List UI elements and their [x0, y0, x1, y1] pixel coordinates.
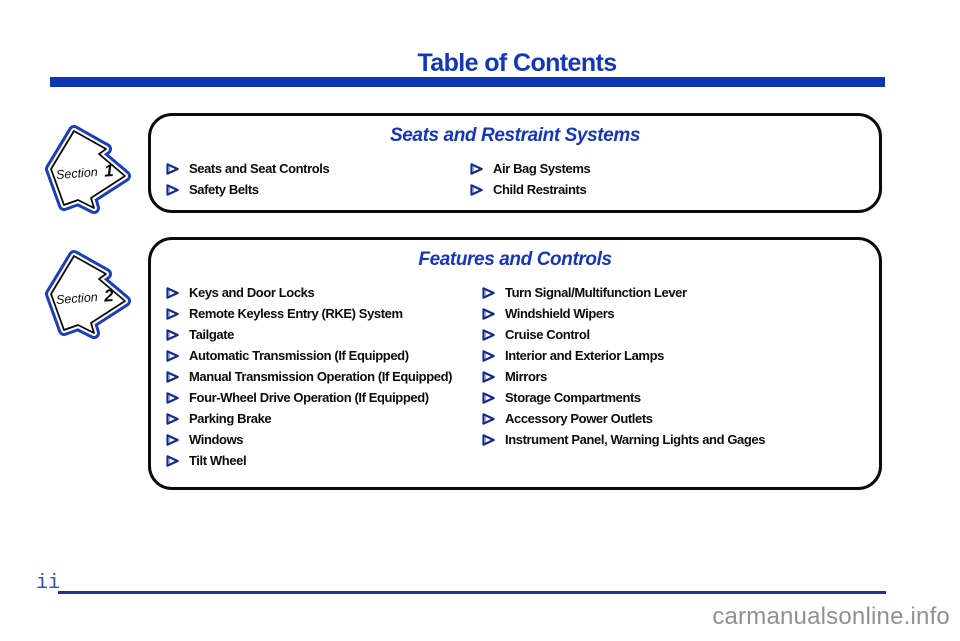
play-arrow-icon	[165, 349, 180, 363]
toc-item-label: Parking Brake	[189, 411, 272, 426]
play-arrow-icon	[165, 391, 180, 405]
toc-item-label: Seats and Seat Controls	[189, 161, 330, 176]
badge-label: Section	[56, 165, 99, 182]
play-arrow-icon	[165, 454, 180, 468]
toc-item-label: Mirrors	[505, 369, 547, 384]
toc-item[interactable]: Manual Transmission Operation (If Equipp…	[165, 366, 452, 387]
play-arrow-icon	[165, 286, 180, 300]
toc-item[interactable]: Tilt Wheel	[165, 450, 452, 471]
toc-item-label: Air Bag Systems	[493, 161, 591, 176]
play-arrow-icon	[165, 370, 180, 384]
toc-item[interactable]: Mirrors	[481, 366, 765, 387]
toc-item[interactable]: Turn Signal/Multifunction Lever	[481, 282, 765, 303]
page-number: ii	[36, 572, 61, 595]
toc-item[interactable]: Instrument Panel, Warning Lights and Gag…	[481, 429, 765, 450]
svg-text:Section 2: Section 2	[55, 286, 114, 309]
page-title: Table of Contents	[417, 49, 617, 77]
toc-item[interactable]: Interior and Exterior Lamps	[481, 345, 765, 366]
play-arrow-icon	[165, 307, 180, 321]
toc-item[interactable]: Remote Keyless Entry (RKE) System	[165, 303, 452, 324]
title-rule	[50, 77, 885, 87]
toc-item[interactable]: Storage Compartments	[481, 387, 765, 408]
section-box-seats-and-restraint-systems: Seats and Restraint Systems Seats and Se…	[148, 113, 882, 213]
toc-item[interactable]: Safety Belts	[165, 179, 329, 200]
badge-arrow-icon	[45, 250, 131, 339]
toc-item-label: Storage Compartments	[505, 390, 641, 405]
section-title: Seats and Restraint Systems	[389, 125, 641, 146]
toc-item-label: Turn Signal/Multifunction Lever	[505, 285, 687, 300]
toc-item[interactable]: Windows	[165, 429, 452, 450]
watermark: carmanualsonline.info	[712, 603, 950, 630]
play-arrow-icon	[481, 286, 496, 300]
section-box-features-and-controls: Features and Controls Keys and Door Lock…	[148, 237, 882, 490]
badge-arrow-icon	[45, 125, 131, 214]
play-arrow-icon	[481, 328, 496, 342]
play-arrow-icon	[165, 183, 180, 197]
toc-item[interactable]: Air Bag Systems	[469, 158, 591, 179]
play-arrow-icon	[469, 183, 484, 197]
toc-item-label: Automatic Transmission (If Equipped)	[189, 348, 409, 363]
toc-item-label: Cruise Control	[505, 327, 590, 342]
badge-label: Section	[56, 290, 99, 307]
toc-item-label: Remote Keyless Entry (RKE) System	[189, 306, 403, 321]
toc-item[interactable]: Automatic Transmission (If Equipped)	[165, 345, 452, 366]
play-arrow-icon	[481, 412, 496, 426]
play-arrow-icon	[165, 328, 180, 342]
toc-item-label: Instrument Panel, Warning Lights and Gag…	[505, 432, 766, 447]
play-arrow-icon	[469, 162, 484, 176]
toc-item[interactable]: Parking Brake	[165, 408, 452, 429]
footer-rule	[58, 591, 886, 594]
toc-item[interactable]: Keys and Door Locks	[165, 282, 452, 303]
toc-item-label: Windows	[189, 432, 244, 447]
play-arrow-icon	[165, 433, 180, 447]
badge-number: 1	[103, 161, 114, 181]
toc-item[interactable]: Tailgate	[165, 324, 452, 345]
play-arrow-icon	[481, 349, 496, 363]
toc-item[interactable]: Windshield Wipers	[481, 303, 765, 324]
toc-item[interactable]: Cruise Control	[481, 324, 765, 345]
toc-item-label: Four-Wheel Drive Operation (If Equipped)	[189, 390, 429, 405]
section-title: Features and Controls	[418, 249, 612, 270]
toc-item[interactable]: Accessory Power Outlets	[481, 408, 765, 429]
toc-item-label: Tailgate	[189, 327, 234, 342]
toc-item-label: Windshield Wipers	[505, 306, 615, 321]
toc-item[interactable]: Seats and Seat Controls	[165, 158, 330, 179]
play-arrow-icon	[481, 370, 496, 384]
play-arrow-icon	[165, 162, 180, 176]
svg-text:Section 1: Section 1	[55, 161, 114, 184]
section-2-badge: Section 2	[45, 250, 131, 339]
toc-item[interactable]: Four-Wheel Drive Operation (If Equipped)	[165, 387, 452, 408]
play-arrow-icon	[481, 391, 496, 405]
toc-item-label: Child Restraints	[493, 182, 587, 197]
section-1-badge: Section 1	[45, 125, 131, 214]
toc-item-label: Accessory Power Outlets	[505, 411, 653, 426]
badge-number: 2	[102, 286, 114, 306]
play-arrow-icon	[481, 433, 496, 447]
toc-item-label: Manual Transmission Operation (If Equipp…	[189, 369, 453, 384]
play-arrow-icon	[165, 412, 180, 426]
toc-item-label: Keys and Door Locks	[189, 285, 315, 300]
toc-item[interactable]: Child Restraints	[469, 179, 590, 200]
toc-item-label: Interior and Exterior Lamps	[505, 348, 664, 363]
play-arrow-icon	[481, 307, 496, 321]
toc-item-label: Tilt Wheel	[189, 453, 247, 468]
toc-item-label: Safety Belts	[189, 182, 259, 197]
